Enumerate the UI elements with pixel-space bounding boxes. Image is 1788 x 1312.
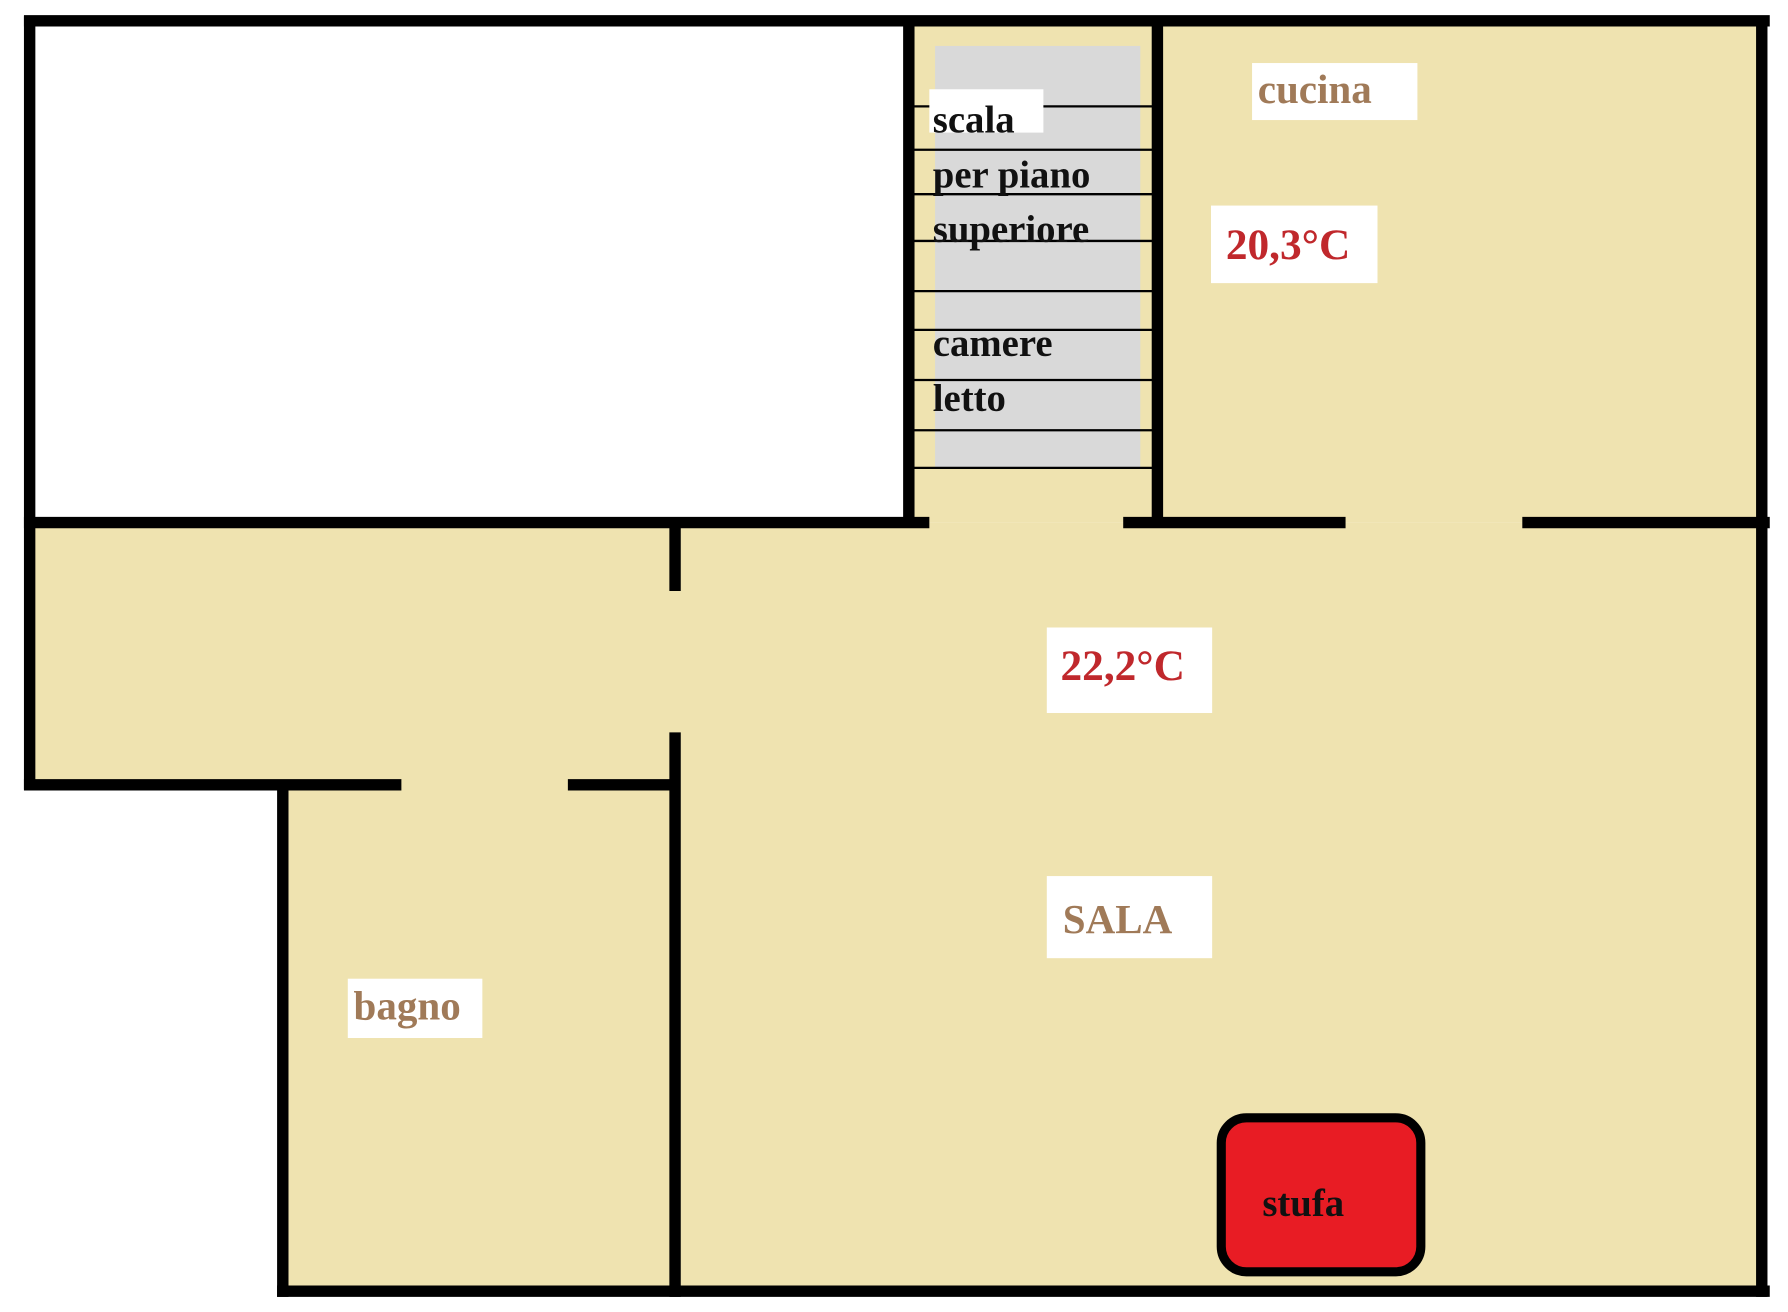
upper-left-empty-room xyxy=(29,20,909,523)
stairs-label-line-3: superiore xyxy=(933,208,1089,251)
stairs-label-line-1: scala xyxy=(933,99,1015,142)
stairs-label-line-4: camere xyxy=(933,322,1053,365)
living-floor xyxy=(29,522,1762,1292)
label-bg xyxy=(1211,205,1378,284)
kitchen-temperature: 20,3°C xyxy=(1226,221,1350,269)
stove-label: stufa xyxy=(1262,1182,1344,1225)
label-bg xyxy=(347,978,483,1039)
walls xyxy=(23,15,1770,1297)
stair-steps xyxy=(912,105,1154,469)
stairs-label-line-2: per piano xyxy=(933,153,1091,196)
bathroom-label: bagno xyxy=(353,983,460,1029)
label-bg xyxy=(1046,876,1213,959)
living-temperature: 22,2°C xyxy=(1060,642,1184,690)
living-label: SALA xyxy=(1063,896,1173,942)
label-bg xyxy=(1046,627,1213,714)
kitchen-label: cucina xyxy=(1258,66,1372,112)
label-bg xyxy=(1252,63,1418,121)
label-bg xyxy=(929,89,1044,133)
stairs-label-line-5: letto xyxy=(933,377,1006,420)
stove xyxy=(1216,1113,1426,1277)
